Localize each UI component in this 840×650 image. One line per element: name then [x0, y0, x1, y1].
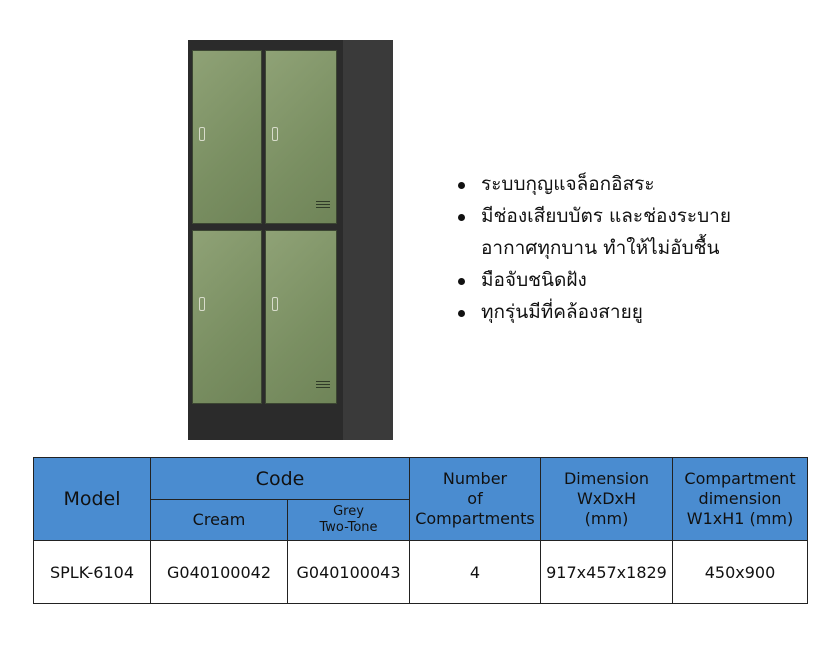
- table-row: SPLK-6104 G040100042 G040100043 4 917x45…: [33, 540, 808, 604]
- locker-door: [192, 50, 262, 224]
- header-code: Code: [150, 457, 410, 500]
- header-model: Model: [33, 457, 151, 541]
- feature-list: ระบบกุญแจล็อกอิสระ มีช่องเสียบบัตร และช่…: [455, 168, 731, 328]
- locker-door: [192, 230, 262, 404]
- cell-cream-code: G040100042: [150, 540, 288, 604]
- cell-dimension: 917x457x1829: [540, 540, 673, 604]
- feature-item-continued: อากาศทุกบาน ทำให้ไม่อับชื้น: [481, 237, 720, 259]
- locker-door: [265, 230, 337, 404]
- cell-grey-code: G040100043: [287, 540, 410, 604]
- cell-compartment-dimension: 450x900: [672, 540, 808, 604]
- cell-compartments: 4: [409, 540, 541, 604]
- feature-item: ทุกรุ่นมีที่คล้องสายยู: [455, 296, 731, 328]
- locker-door: [265, 50, 337, 224]
- feature-item: มีช่องเสียบบัตร และช่องระบาย: [455, 200, 731, 232]
- cell-model: SPLK-6104: [33, 540, 151, 604]
- feature-item: มือจับชนิดฝัง: [455, 264, 731, 296]
- feature-item: ระบบกุญแจล็อกอิสระ: [455, 168, 731, 200]
- header-cream: Cream: [150, 499, 288, 541]
- locker-cabinet-image: [188, 40, 393, 440]
